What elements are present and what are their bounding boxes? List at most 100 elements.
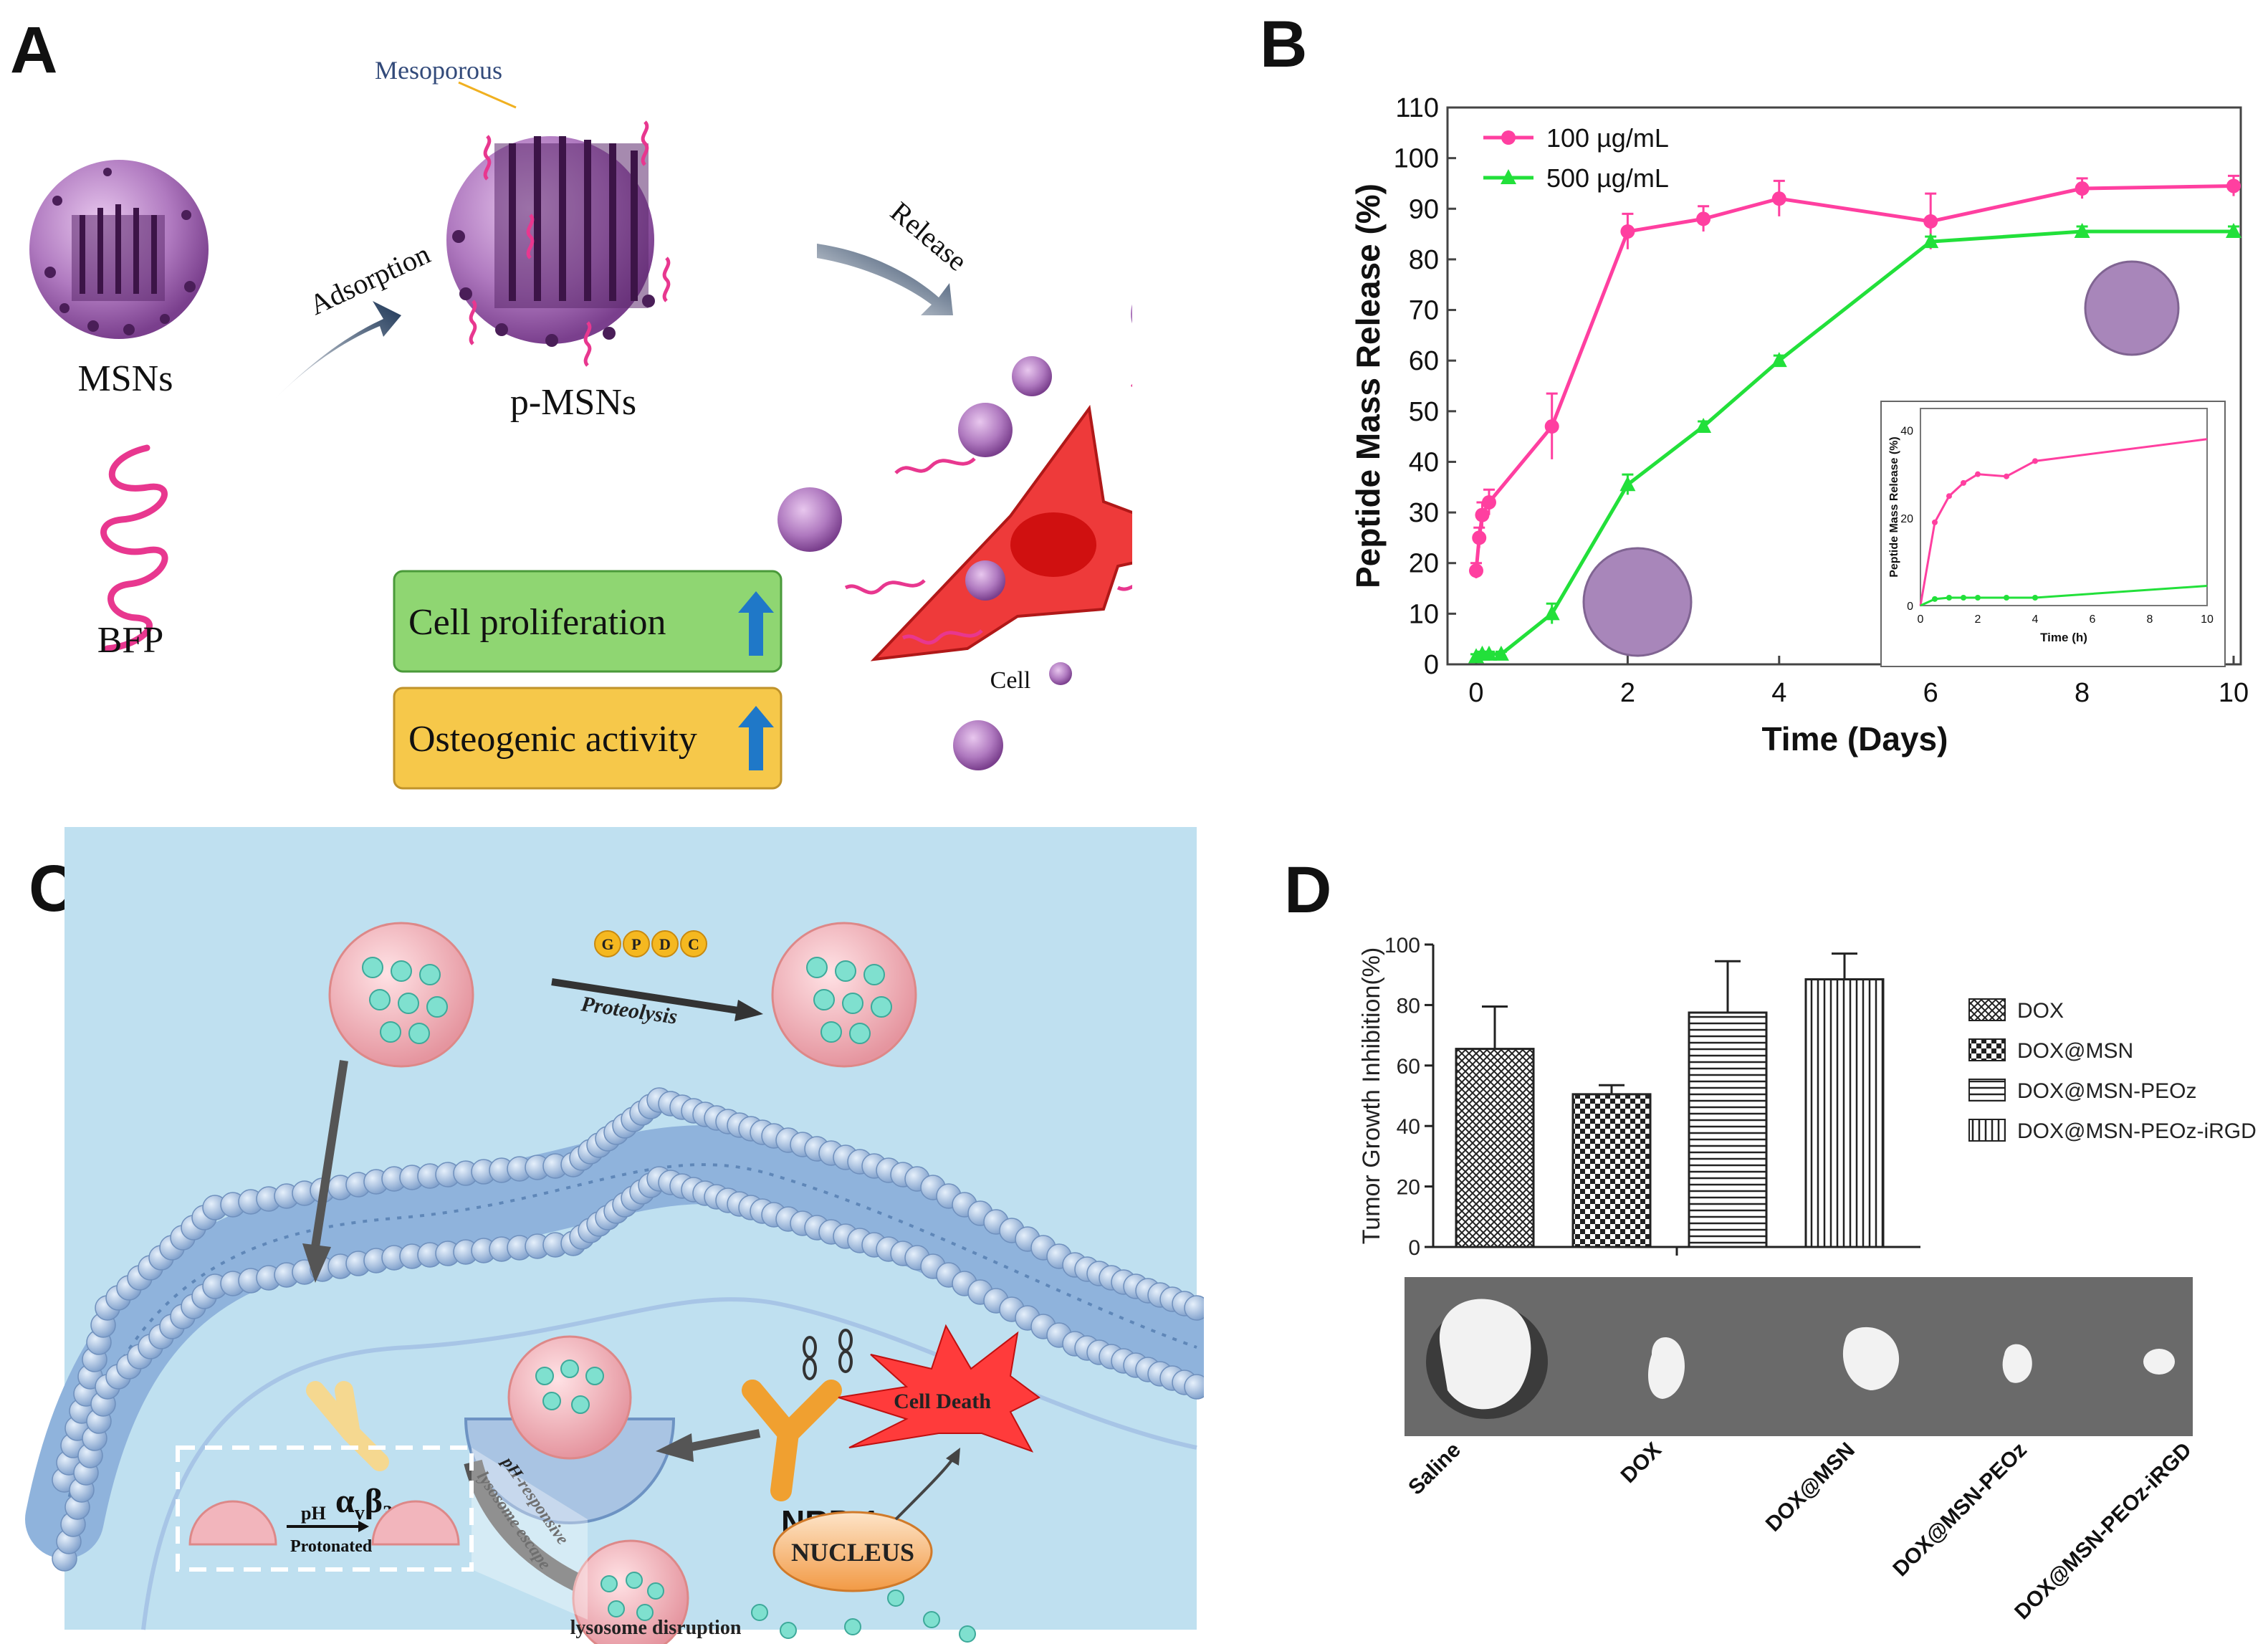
- legend-marker: [1501, 169, 1516, 184]
- panel-b-letter: B: [1260, 8, 1308, 81]
- released-particles-icon: [777, 304, 1132, 770]
- protonated-label: Protonated: [290, 1537, 373, 1556]
- inset-data-point: [2032, 595, 2038, 601]
- mesoporous-label: Mesoporous: [375, 56, 502, 85]
- data-point: [1469, 563, 1483, 578]
- data-point: [2226, 223, 2241, 239]
- cell-death-burst-icon: [838, 1324, 1040, 1453]
- bar: [1688, 1011, 1768, 1248]
- inset-x-tick-label: 2: [1975, 613, 1981, 626]
- p-msns-particle-icon: [446, 120, 671, 367]
- gpdc-letter: C: [688, 935, 699, 953]
- panel-d: D: [1204, 803, 2268, 1644]
- inset-y-tick-label: 0: [1907, 601, 1913, 613]
- y-tick-label: 10: [1409, 599, 1439, 629]
- x-axis-label: Time (Days): [1762, 720, 1948, 758]
- bar: [1804, 978, 1885, 1248]
- y-tick-label: 0: [1424, 650, 1439, 680]
- inset-y-tick-label: 40: [1900, 426, 1913, 438]
- data-point: [1771, 352, 1787, 368]
- y-axis-label: Peptide Mass Release (%): [1349, 183, 1387, 588]
- inset-data-point: [1946, 493, 1952, 500]
- adsorption-arrow-icon: [272, 301, 401, 401]
- x-tick-label: 0: [1468, 678, 1483, 708]
- y-tick-label: 20: [1397, 1176, 1420, 1200]
- integrin-receptor-icon: [306, 1381, 389, 1471]
- inset-data-point: [1932, 519, 1938, 525]
- x-tick-label: 6: [1923, 678, 1938, 708]
- inset-y-tick-label: 20: [1900, 513, 1913, 525]
- membrane-lipid-heads-icon: [52, 1087, 1204, 1572]
- data-point: [1619, 476, 1636, 492]
- y-tick-label: 70: [1409, 296, 1439, 326]
- particle-half-protonated-icon: [371, 1500, 460, 1546]
- legend-label: 500 µg/mL: [1546, 163, 1669, 193]
- y-tick-label: 80: [1397, 994, 1420, 1018]
- mesoporous-pointer: [458, 81, 517, 109]
- data-point: [1544, 605, 1560, 621]
- gpdc-letter: P: [631, 935, 641, 953]
- nanoparticle-icon: [328, 922, 474, 1068]
- x-tick-label: 10: [2219, 678, 2249, 708]
- data-point: [1480, 645, 1497, 661]
- y-tick-label: 110: [1395, 93, 1439, 123]
- inset-data-point: [1961, 595, 1966, 601]
- legend-swatch: [1968, 1038, 2006, 1061]
- gpdc-letter: G: [601, 935, 613, 953]
- inset-x-axis-label: Time (h): [2040, 631, 2087, 644]
- ph-label: pH: [301, 1503, 326, 1524]
- inset-frame: [1880, 401, 2226, 667]
- legend-swatch: [1968, 1119, 2006, 1142]
- tumor-image-label: DOX@MSN-PEOz: [1888, 1438, 2032, 1582]
- data-point: [1481, 494, 1496, 510]
- msns-label: MSNs: [78, 358, 173, 399]
- y-tick-label: 20: [1409, 549, 1439, 579]
- y-tick-label: 100: [1394, 144, 1439, 174]
- osteogenic-activity-label: Osteogenic activity: [408, 719, 697, 760]
- inset-data-point: [2004, 473, 2009, 479]
- inset-x-tick-label: 10: [2201, 613, 2214, 626]
- inset-x-tick-label: 8: [2147, 613, 2153, 626]
- y-tick-label: 90: [1409, 194, 1439, 224]
- x-tick-label: 8: [2075, 678, 2090, 708]
- y-tick-label: 60: [1409, 346, 1439, 376]
- y-tick-label: 40: [1397, 1115, 1420, 1139]
- plot-frame: [1446, 106, 2242, 666]
- legend-label: DOX@MSN: [2017, 1039, 2133, 1063]
- bfp-label: BFP: [97, 620, 164, 661]
- release-arrow-icon: [817, 244, 953, 315]
- particle-half-icon: [188, 1500, 277, 1546]
- y-tick-label: 80: [1409, 245, 1439, 275]
- inset-data-point: [1975, 595, 1981, 601]
- panel-d-letter: D: [1284, 854, 1332, 927]
- data-point: [1620, 224, 1635, 239]
- gpdc-letter: D: [659, 935, 671, 953]
- y-axis-label: Tumor Growth Inhibition(%): [1358, 947, 1385, 1244]
- inset-data-point: [1946, 595, 1952, 601]
- tumor-image-label: Saline: [1404, 1438, 1465, 1500]
- legend-swatch: [1968, 1079, 2006, 1101]
- data-point: [1544, 419, 1559, 434]
- disrupted-nanoparticle-icon: [572, 1539, 689, 1644]
- tumor-samples-icon: [1426, 1299, 2175, 1419]
- tumor-image-label: DOX: [1617, 1438, 1666, 1488]
- legend-marker: [1501, 130, 1516, 145]
- released-peptides-icon: [844, 383, 1132, 645]
- panel-a-letter: A: [10, 14, 58, 87]
- legend-label: DOX@MSN-PEOz-iRGD: [2017, 1119, 2257, 1143]
- data-point: [2075, 181, 2090, 196]
- legend-label: 100 µg/mL: [1546, 123, 1669, 153]
- inset-data-point: [2032, 458, 2038, 464]
- x-tick-label: 2: [1620, 678, 1635, 708]
- legend-swatch: [1968, 998, 2006, 1021]
- proteolysis-arrow-icon: [551, 978, 739, 1014]
- data-point: [1493, 645, 1509, 661]
- inset-plot-frame: [1920, 408, 2208, 606]
- nucleus-label: NUCLEUS: [791, 1538, 914, 1567]
- nucleus-icon: [772, 1511, 933, 1592]
- lipid-head-icon: [1184, 1295, 1204, 1321]
- msns-particle-icon: [29, 160, 209, 339]
